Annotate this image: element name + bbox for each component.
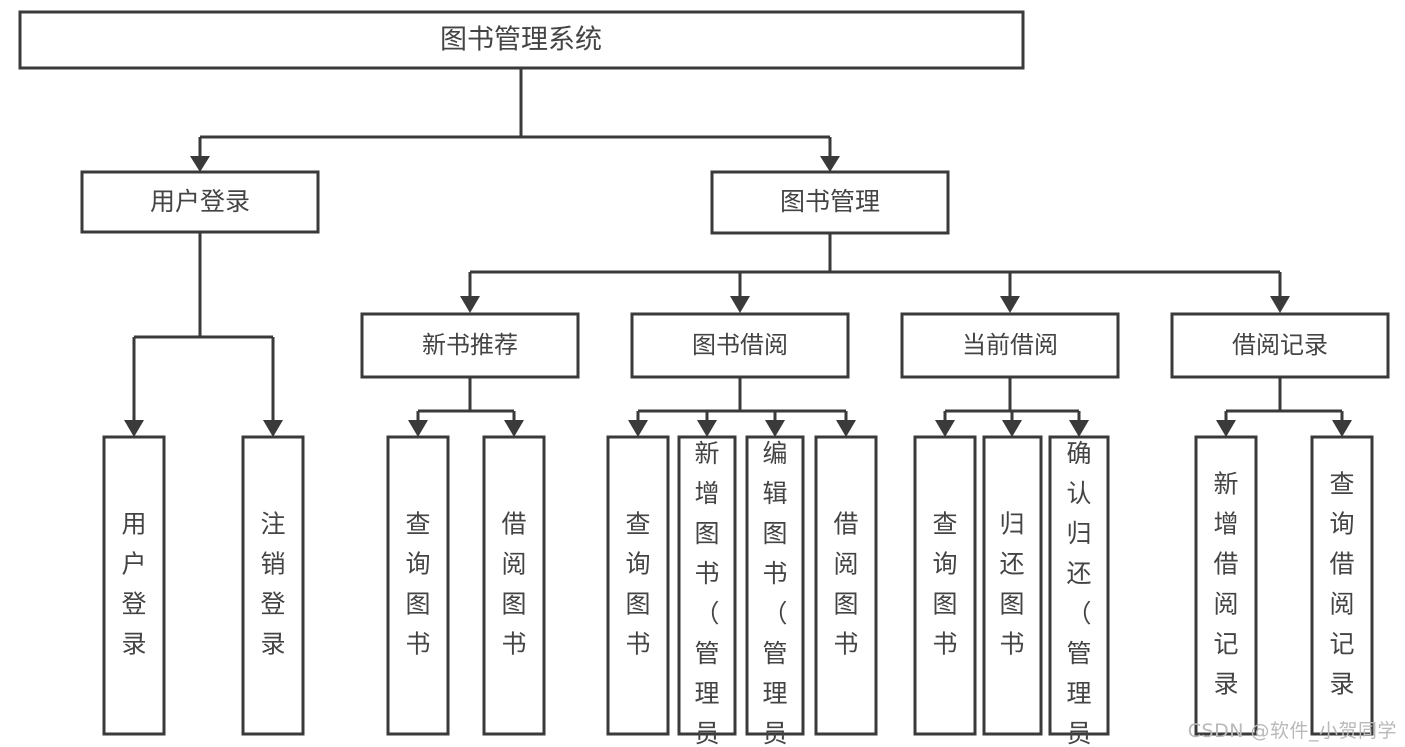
leaf-node[interactable]: 新增图书（管理员） bbox=[677, 435, 737, 747]
leaf-node[interactable]: 新增借阅记录 bbox=[1194, 435, 1258, 736]
leaf-user-login-box[interactable] bbox=[102, 435, 166, 736]
leaf-bookborrow-edit-box[interactable] bbox=[745, 435, 805, 736]
leaf-logout-box[interactable] bbox=[241, 435, 305, 736]
arrow-head-icon bbox=[1332, 420, 1352, 437]
leaf-bookborrow-query-box[interactable] bbox=[606, 435, 670, 736]
node-borrow-record[interactable]: 借阅记录 bbox=[1170, 312, 1390, 379]
node-root-label: 图书管理系统 bbox=[440, 25, 602, 56]
leaf-node[interactable]: 注销登录 bbox=[241, 435, 305, 736]
arrow-head-icon bbox=[263, 420, 283, 437]
leaf-borrowrecord-query-label: 查询借阅记录 bbox=[1329, 470, 1354, 699]
node-user-login[interactable]: 用户登录 bbox=[80, 170, 320, 234]
node-current-borrow-box[interactable] bbox=[900, 312, 1120, 379]
arrow-head-icon bbox=[1002, 420, 1022, 437]
node-book-management-label: 图书管理 bbox=[780, 187, 880, 216]
arrow-head-icon bbox=[504, 420, 524, 437]
leaf-borrowrecord-add-label: 新增借阅记录 bbox=[1213, 470, 1238, 699]
node-new-book-recommend-box[interactable] bbox=[360, 312, 580, 379]
leaf-newbook-borrow-label: 借阅图书 bbox=[501, 510, 526, 659]
arrow-head-icon bbox=[820, 156, 840, 172]
leaf-newbook-query-box[interactable] bbox=[386, 435, 450, 736]
leaf-currentborrow-query-label: 查询图书 bbox=[932, 510, 957, 659]
node-new-book-recommend[interactable]: 新书推荐 bbox=[360, 312, 580, 379]
leaf-currentborrow-return-box[interactable] bbox=[982, 435, 1043, 736]
leaf-bookborrow-edit-label: 编辑图书（管理员） bbox=[762, 439, 787, 747]
node-borrow-record-label: 借阅记录 bbox=[1232, 331, 1328, 359]
leaf-bookborrow-query-label: 查询图书 bbox=[625, 510, 650, 659]
leaf-node[interactable]: 查询图书 bbox=[386, 435, 450, 736]
node-book-management[interactable]: 图书管理 bbox=[710, 170, 950, 235]
leaf-node[interactable]: 用户登录 bbox=[102, 435, 166, 736]
arrow-head-icon bbox=[765, 420, 785, 437]
arrow-head-icon bbox=[1270, 296, 1290, 313]
leaf-user-login-label: 用户登录 bbox=[121, 510, 146, 659]
arrow-head-icon bbox=[460, 296, 480, 313]
arrow-head-icon bbox=[697, 420, 717, 437]
leaf-currentborrow-confirm-label: 确认归还（管理员） bbox=[1066, 439, 1091, 747]
arrow-head-icon bbox=[124, 420, 144, 437]
leaf-borrowrecord-query-box[interactable] bbox=[1310, 435, 1374, 736]
node-new-book-recommend-label: 新书推荐 bbox=[422, 331, 518, 359]
leaf-newbook-borrow-box[interactable] bbox=[482, 435, 546, 736]
node-current-borrow[interactable]: 当前借阅 bbox=[900, 312, 1120, 379]
node-book-borrow-label: 图书借阅 bbox=[692, 331, 788, 359]
node-book-borrow[interactable]: 图书借阅 bbox=[630, 312, 850, 379]
node-user-login-box[interactable] bbox=[80, 170, 320, 234]
node-user-login-label: 用户登录 bbox=[150, 187, 250, 216]
leaf-node[interactable]: 查询借阅记录 bbox=[1310, 435, 1374, 736]
arrow-head-icon bbox=[408, 420, 428, 437]
leaf-newbook-query-label: 查询图书 bbox=[405, 510, 430, 659]
leaf-logout-label: 注销登录 bbox=[260, 510, 285, 659]
leaf-currentborrow-query-box[interactable] bbox=[913, 435, 977, 736]
leaf-node[interactable]: 借阅图书 bbox=[814, 435, 878, 736]
arrow-head-icon bbox=[1000, 296, 1020, 313]
leaf-node[interactable]: 查询图书 bbox=[606, 435, 670, 736]
node-root-system[interactable]: 图书管理系统 bbox=[18, 10, 1025, 70]
leaf-bookborrow-borrow-box[interactable] bbox=[814, 435, 878, 736]
arrow-head-icon bbox=[730, 296, 750, 313]
connector-group bbox=[124, 68, 1352, 437]
leaf-node[interactable]: 查询图书 bbox=[913, 435, 977, 736]
arrow-head-icon bbox=[1069, 420, 1089, 437]
leaf-node[interactable]: 确认归还（管理员） bbox=[1048, 435, 1110, 747]
leaf-currentborrow-confirm-box[interactable] bbox=[1048, 435, 1110, 736]
node-borrow-record-box[interactable] bbox=[1170, 312, 1390, 379]
leaf-node[interactable]: 借阅图书 bbox=[482, 435, 546, 736]
node-book-borrow-box[interactable] bbox=[630, 312, 850, 379]
leaf-bookborrow-add-label: 新增图书（管理员） bbox=[694, 439, 719, 747]
leaf-bookborrow-borrow-label: 借阅图书 bbox=[833, 510, 858, 659]
arrow-head-icon bbox=[628, 420, 648, 437]
leaf-currentborrow-return-label: 归还图书 bbox=[999, 510, 1024, 659]
leaf-node[interactable]: 编辑图书（管理员） bbox=[745, 435, 805, 747]
arrow-head-icon bbox=[935, 420, 955, 437]
node-current-borrow-label: 当前借阅 bbox=[962, 331, 1058, 359]
arrow-head-icon bbox=[836, 420, 856, 437]
arrow-head-icon bbox=[1216, 420, 1236, 437]
leaf-node[interactable]: 归还图书 bbox=[982, 435, 1043, 736]
node-root-box[interactable] bbox=[18, 10, 1025, 70]
node-book-management-box[interactable] bbox=[710, 170, 950, 235]
arrow-head-icon bbox=[190, 156, 210, 172]
leaf-borrowrecord-add-box[interactable] bbox=[1194, 435, 1258, 736]
leaf-bookborrow-add-box[interactable] bbox=[677, 435, 737, 736]
